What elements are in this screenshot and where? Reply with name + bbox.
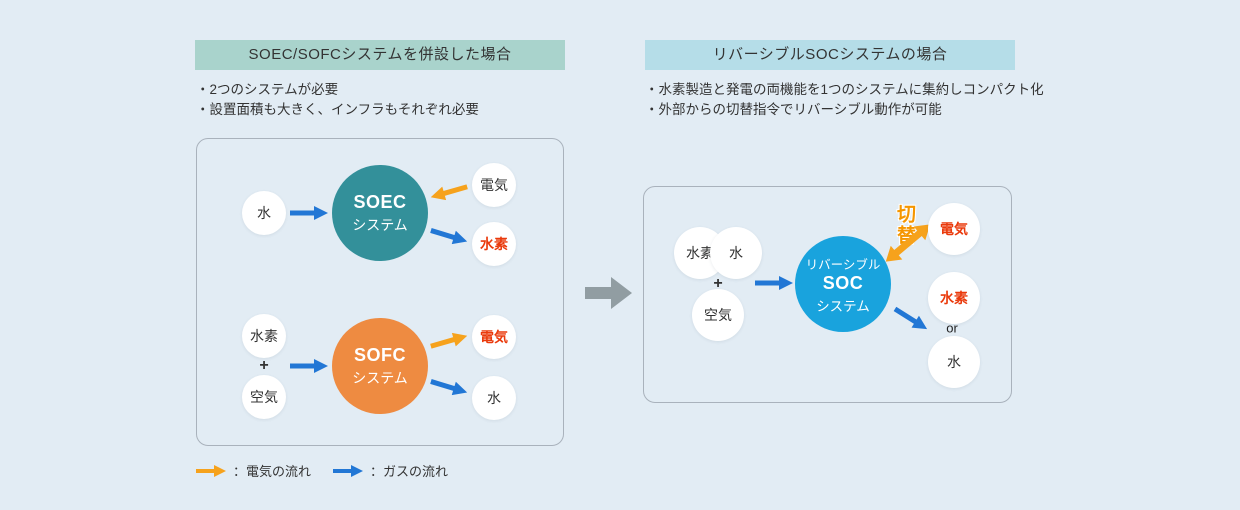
right-panel-bullets: ・水素製造と発電の両機能を1つのシステムに集約しコンパクト化 ・外部からの切替指… <box>645 80 1044 120</box>
node-label: 水素 <box>250 328 278 344</box>
soec-output-hydrogen-node: 水素 <box>472 222 516 266</box>
gas-flow-arrow-icon <box>893 306 928 330</box>
node-label: 電気 <box>480 177 508 193</box>
soc-output-hydrogen-node: 水素 <box>928 272 980 324</box>
bullet-item: ・設置面積も大きく、インフラもそれぞれ必要 <box>196 102 479 117</box>
system-name-suffix: システム <box>352 216 408 233</box>
sofc-input-hydrogen-node: 水素 <box>242 314 286 358</box>
electric-flow-arrow-icon <box>430 332 468 349</box>
node-label: 水 <box>947 354 961 370</box>
right-diagram-box: 水素 水 + 空気 リバーシブル SOC システム 切替 電気 <box>643 186 1012 403</box>
sofc-input-air-node: 空気 <box>242 375 286 419</box>
plus-sign: + <box>259 357 269 374</box>
legend-electric-label: ：電気の流れ <box>233 464 312 479</box>
soec-system-node: SOEC システム <box>332 165 428 261</box>
right-panel-header: リバーシブルSOCシステムの場合 <box>645 40 1015 70</box>
electric-flow-arrow-icon <box>430 184 468 201</box>
or-label: or <box>946 320 958 336</box>
switch-label: 切替 <box>894 204 915 246</box>
left-diagram-box: 水 SOEC システム 電気 水素 水素 + 空気 <box>196 138 564 446</box>
node-label: 水 <box>729 245 743 261</box>
bullet-item: ・外部からの切替指令でリバーシブル動作が可能 <box>645 102 942 117</box>
gas-flow-arrow-icon <box>755 276 793 290</box>
system-name: SOEC <box>353 191 407 212</box>
node-label: 水素 <box>480 236 508 252</box>
gas-flow-arrow-icon <box>290 359 328 373</box>
node-label: 水素 <box>940 290 968 306</box>
legend-gas-label: ：ガスの流れ <box>370 464 449 479</box>
transition-arrow-icon <box>585 277 632 309</box>
soec-input-electric-node: 電気 <box>472 163 516 207</box>
node-label: 電気 <box>940 221 968 237</box>
reversible-soc-system-node: リバーシブル SOC システム <box>795 236 891 332</box>
left-panel-bullets: ・2つのシステムが必要 ・設置面積も大きく、インフラもそれぞれ必要 <box>196 80 479 120</box>
gas-flow-arrow-icon <box>290 206 328 220</box>
soc-input-water-node: 水 <box>710 227 762 279</box>
flow-legend: ：電気の流れ ：ガスの流れ <box>196 461 448 480</box>
switch-double-arrow-icon <box>885 224 931 262</box>
node-label: 空気 <box>250 389 278 405</box>
soc-output-electric-node: 電気 <box>928 203 980 255</box>
plus-sign: + <box>713 275 723 292</box>
gas-flow-arrow-icon <box>430 379 468 396</box>
system-name-prefix: リバーシブル <box>805 257 881 272</box>
soc-output-water-node: 水 <box>928 336 980 388</box>
gas-flow-arrow-icon <box>430 228 468 245</box>
bullet-item: ・2つのシステムが必要 <box>196 82 339 97</box>
node-label: 水素 <box>686 245 714 261</box>
node-label: 空気 <box>704 307 732 323</box>
node-label: 水 <box>487 390 501 406</box>
sofc-output-electric-node: 電気 <box>472 315 516 359</box>
gas-flow-legend-arrow-icon <box>333 464 364 477</box>
electric-flow-legend-arrow-icon <box>196 464 226 477</box>
node-label: 水 <box>257 205 271 221</box>
soec-input-water-node: 水 <box>242 191 286 235</box>
system-name-suffix: システム <box>352 369 408 386</box>
sofc-output-water-node: 水 <box>472 376 516 420</box>
node-label: 電気 <box>480 329 508 345</box>
system-name: SOC <box>822 272 864 293</box>
left-panel-header: SOEC/SOFCシステムを併設した場合 <box>195 40 565 70</box>
system-name-suffix: システム <box>816 298 870 314</box>
system-name: SOFC <box>353 344 406 365</box>
bullet-item: ・水素製造と発電の両機能を1つのシステムに集約しコンパクト化 <box>645 82 1044 97</box>
soc-input-air-node: 空気 <box>692 289 744 341</box>
sofc-system-node: SOFC システム <box>332 318 428 414</box>
